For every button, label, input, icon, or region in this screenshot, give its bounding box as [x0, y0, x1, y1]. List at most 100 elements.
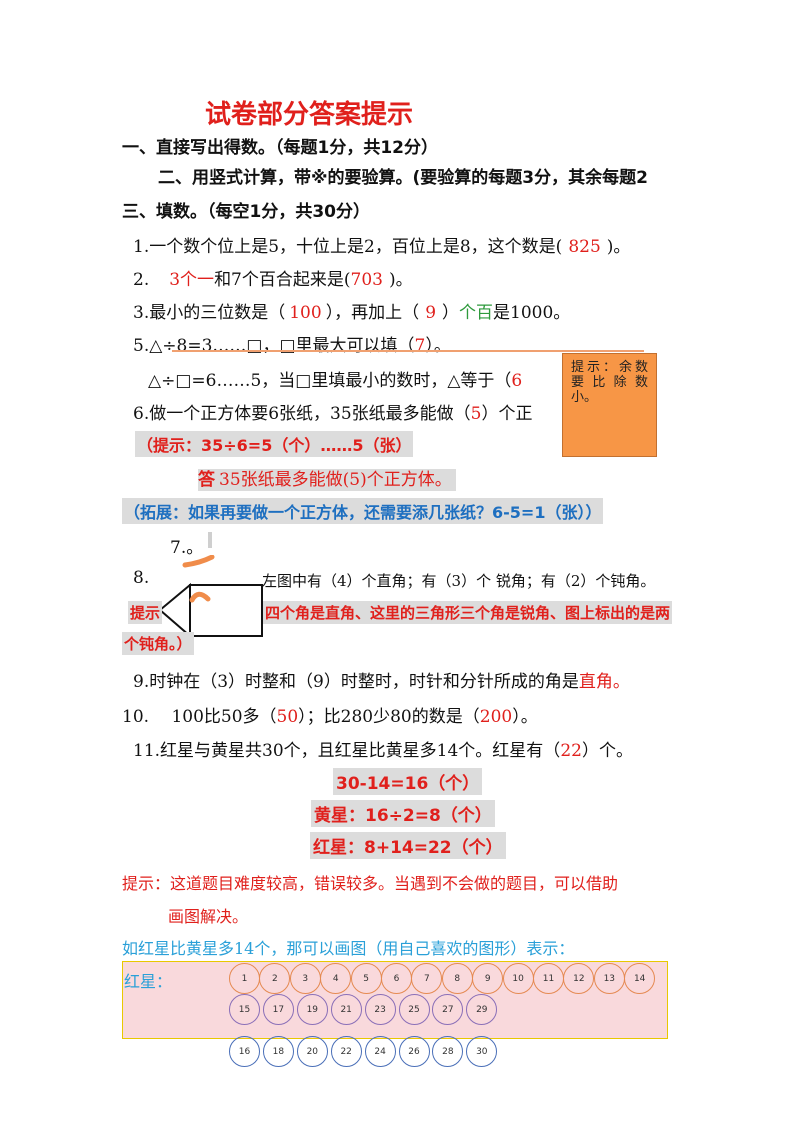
answer-prefix: 答: [198, 469, 215, 491]
q2-num: 2.: [133, 270, 150, 290]
number-circle: 10: [502, 963, 534, 994]
tip-2-line-2: 画图解决。: [168, 907, 249, 926]
number-circle: 24: [364, 1036, 396, 1067]
q8-hint-prefix: 提示: [128, 601, 163, 624]
q2-post: )。: [388, 270, 413, 290]
q2-answer-2: 703: [350, 270, 383, 290]
q1-post: )。: [606, 237, 631, 257]
number-circle: 30: [466, 1036, 498, 1067]
section-3-heading: 三、填数。（每空1分，共30分）: [122, 202, 370, 222]
number-circle: 13: [593, 963, 625, 994]
number-circle: 16: [229, 1036, 260, 1067]
number-circle: 18: [262, 1036, 294, 1067]
question-10: 10. 100比50多（50）；比280少80的数是（200）。: [122, 702, 538, 727]
number-circle: 22: [330, 1036, 362, 1067]
page-title: 试卷部分答案提示: [205, 100, 414, 130]
number-circle: 27: [432, 994, 464, 1025]
q10-answer-1: 50: [276, 707, 299, 727]
number-circle: 17: [262, 994, 294, 1025]
number-circle: 21: [330, 994, 362, 1025]
q10-text-2: ）；比280少80的数是（: [298, 707, 480, 727]
question-9: 9.时钟在（3）时整和（9）时整时，时针和分针所成的角是直角。: [133, 667, 630, 692]
q3-text-2: ），再加上（: [325, 303, 420, 323]
q6-text: 6.做一个正方体要6张纸，35张纸最多能做（: [133, 404, 471, 424]
number-circle: 8: [441, 963, 473, 994]
question-2: 2. 3个一和7个百合起来是(703)。: [133, 265, 413, 290]
number-circle: 20: [296, 1036, 328, 1067]
q9-post: 。: [612, 672, 630, 692]
answer-text: 35张纸最多能做(5)个正方体。: [215, 469, 456, 491]
q6-answer: 5: [470, 404, 482, 424]
q8-text: 左图中有（4）个直角；有（3）个 锐角；有（2）个钝角。: [262, 572, 656, 590]
number-circle: 25: [398, 994, 430, 1025]
q3-text-3: ）: [442, 303, 460, 323]
q8-hint-text: 四个角是直角、这里的三角形三个角是锐角、图上标出的是两: [263, 601, 673, 624]
number-circle: 26: [398, 1036, 430, 1067]
calc-step-2: 黄星：16÷2=8（个）: [311, 800, 495, 827]
q1-answer: 825: [568, 237, 601, 257]
tip-2-line-1: 提示：这道题目难度较高，错误较多。当遇到不会做的题目，可以借助: [122, 874, 619, 893]
q11-text: 11.红星与黄星共30个，且红星比黄星多14个。红星有（: [133, 741, 561, 761]
q10-post: ）。: [512, 707, 538, 727]
q5b-answer: 6: [511, 371, 523, 391]
q5b-text: △÷□=6……5，当□里填最小的数时，△等于（: [148, 371, 512, 391]
section-1-heading: 一、直接写出得数。（每题1分，共12分）: [122, 138, 438, 158]
question-7: 7.。: [170, 538, 204, 558]
q11-answer: 22: [560, 741, 582, 761]
tip-3: 如红星比黄星多14个，那可以画图（用自己喜欢的图形）表示：: [122, 939, 575, 958]
red-star-label: 红星：: [124, 972, 173, 991]
number-circle: 29: [466, 994, 498, 1025]
q3-answer-1: 100: [289, 303, 322, 323]
number-circle: 11: [533, 963, 564, 994]
q2-answer-1: 3个一: [169, 270, 215, 290]
q8-figure: [158, 555, 263, 639]
question-6: 6.做一个正方体要6张纸，35张纸最多能做（5）个正: [133, 399, 533, 424]
q6-post: ）个正: [481, 404, 533, 424]
question-3: 3.最小的三位数是（100），再加上（9）个百是1000。: [133, 298, 570, 323]
q5a-post: ）。: [425, 336, 451, 356]
q9-answer: 直角: [578, 672, 613, 692]
q9-text: 9.时钟在（3）时整和（9）时整时，时针和分针所成的角是: [133, 672, 579, 692]
question-5b: △÷□=6……5，当□里填最小的数时，△等于（6: [148, 366, 522, 391]
number-circle: 28: [432, 1036, 464, 1067]
q3-text: 3.最小的三位数是（: [133, 303, 286, 323]
number-circle: 1: [229, 963, 260, 994]
question-5a: 5.△÷8=3……□，□里最大可以填（7）。: [133, 331, 451, 356]
q11-post: ）个。: [581, 741, 633, 761]
q2-text: 和7个百合起来是(: [214, 270, 351, 290]
calc-step-1: 30-14=16（个）: [333, 768, 483, 795]
cursor-mark: [208, 532, 212, 548]
triangle-shape: [158, 582, 191, 639]
q10-text: 10. 100比50多（: [122, 707, 277, 727]
q6-extension: （拓展：如果再要做一个正方体，还需要添几张纸？6-5=1（张））: [122, 498, 604, 524]
number-circle: 4: [320, 963, 352, 994]
number-circle: 19: [296, 994, 328, 1025]
calc-step-3: 红星：8+14=22（个）: [310, 832, 506, 859]
rectangle-shape: [189, 584, 263, 637]
question-11: 11.红星与黄星共30个，且红星比黄星多14个。红星有（22）个。: [133, 736, 633, 761]
number-circle: 15: [229, 994, 260, 1025]
question-1: 1.一个数个位上是5，十位上是2，百位上是8，这个数是(825)。: [133, 232, 630, 257]
orange-arc-top: [182, 555, 215, 568]
number-circle: 5: [350, 963, 382, 994]
q6-hint: （提示：35÷6=5（个）……5（张）: [135, 431, 414, 457]
section-2-heading: 二、用竖式计算，带※的要验算。(要验算的每题3分，其余每题2: [158, 168, 648, 188]
number-circle: 14: [624, 963, 656, 994]
q3-answer-2: 9: [425, 303, 437, 323]
divider-line: [172, 350, 644, 352]
q3-post: 是1000。: [493, 303, 571, 323]
q8-number: 8.: [133, 568, 150, 588]
q5a-answer: 7: [414, 336, 426, 356]
q1-text: 1.一个数个位上是5，十位上是2，百位上是8，这个数是(: [133, 237, 563, 257]
number-circle: 23: [364, 994, 396, 1025]
q10-answer-2: 200: [479, 707, 513, 727]
q5a-text: 5.△÷8=3……□，□里最大可以填（: [133, 336, 415, 356]
number-circle: 9: [472, 963, 504, 994]
q3-answer-3: 个百: [459, 303, 494, 323]
number-circle: 6: [381, 963, 412, 994]
orange-arc-angle: [189, 591, 211, 603]
q8-hint-end: 个钝角。）: [122, 632, 194, 655]
number-circle: 3: [289, 963, 321, 994]
tip-box: 提示：余数要比除数小。: [562, 353, 657, 457]
